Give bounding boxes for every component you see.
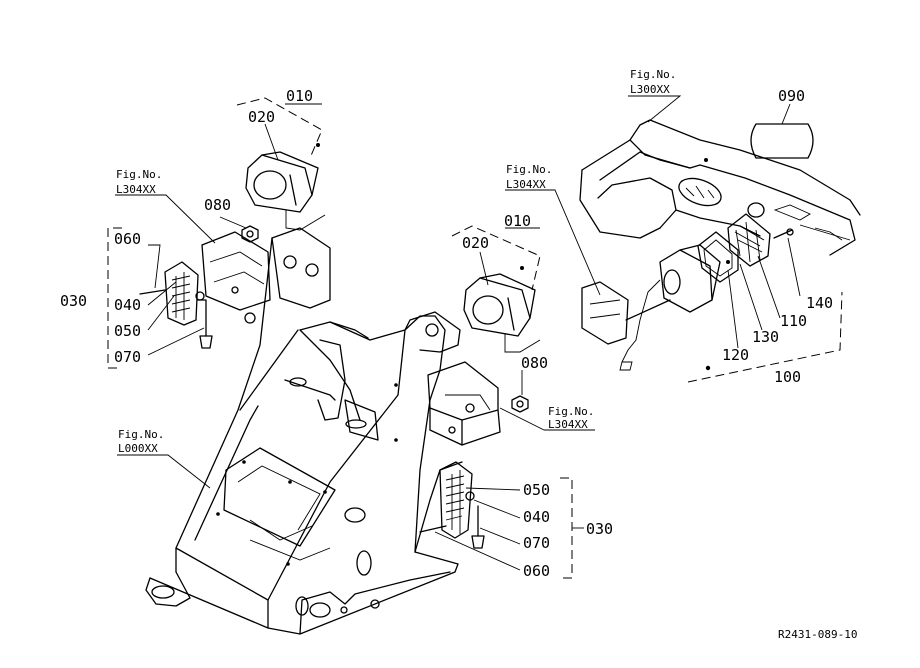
nut-080-upper [241,225,259,243]
fig-ref-label: Fig.No. [116,168,162,181]
callout-020-upper: 020 [248,108,275,126]
drawing-code: R2431-089-10 [778,628,857,641]
decal-090 [750,123,814,159]
callout-120: 120 [722,346,749,364]
turn-light-right [419,461,573,579]
fig-ref-label: Fig.No. [506,163,552,176]
leader-lines [115,95,801,571]
callout-090: 090 [778,87,805,105]
callout-labels: 010 020 080 060 030 040 050 070 010 020 … [60,87,833,580]
callout-030-right: 030 [586,520,613,538]
callout-100: 100 [774,368,801,386]
callout-070-left: 070 [114,348,141,366]
callout-010-upper: 010 [286,87,313,105]
fig-ref-number: L304XX [506,178,546,191]
callout-050-left: 050 [114,322,141,340]
left-mount-bracket [201,231,271,324]
turn-light-left [107,227,213,369]
callout-080-upper: 080 [204,196,231,214]
callout-040-left: 040 [114,296,141,314]
callout-030-left: 030 [60,292,87,310]
callout-050-right: 050 [523,481,550,499]
callout-060-left: 060 [114,230,141,248]
main-frame [145,227,463,635]
right-mount-bracket [427,361,501,446]
callout-130: 130 [752,328,779,346]
rear-lamp-assembly [581,213,843,383]
fig-ref-label: Fig.No. [118,428,164,441]
figure-references: Fig.No. L304XX Fig.No. L304XX Fig.No. L3… [116,68,676,455]
callout-080-lower: 080 [521,354,548,372]
callout-010-lower: 010 [504,212,531,230]
fig-ref-number: L304XX [116,183,156,196]
nut-080-lower [511,395,529,413]
fig-ref-label: Fig.No. [548,405,594,418]
fig-ref-number: L300XX [630,83,670,96]
callout-020-lower: 020 [462,234,489,252]
rear-cover [579,119,861,256]
callout-040-right: 040 [523,508,550,526]
fig-ref-number: L000XX [118,442,158,455]
callout-110: 110 [780,312,807,330]
callout-060-right: 060 [523,562,550,580]
callout-140: 140 [806,294,833,312]
fig-ref-label: Fig.No. [630,68,676,81]
work-lamp-upper [236,97,326,231]
fig-ref-number: L304XX [548,418,588,431]
callout-070-right: 070 [523,534,550,552]
